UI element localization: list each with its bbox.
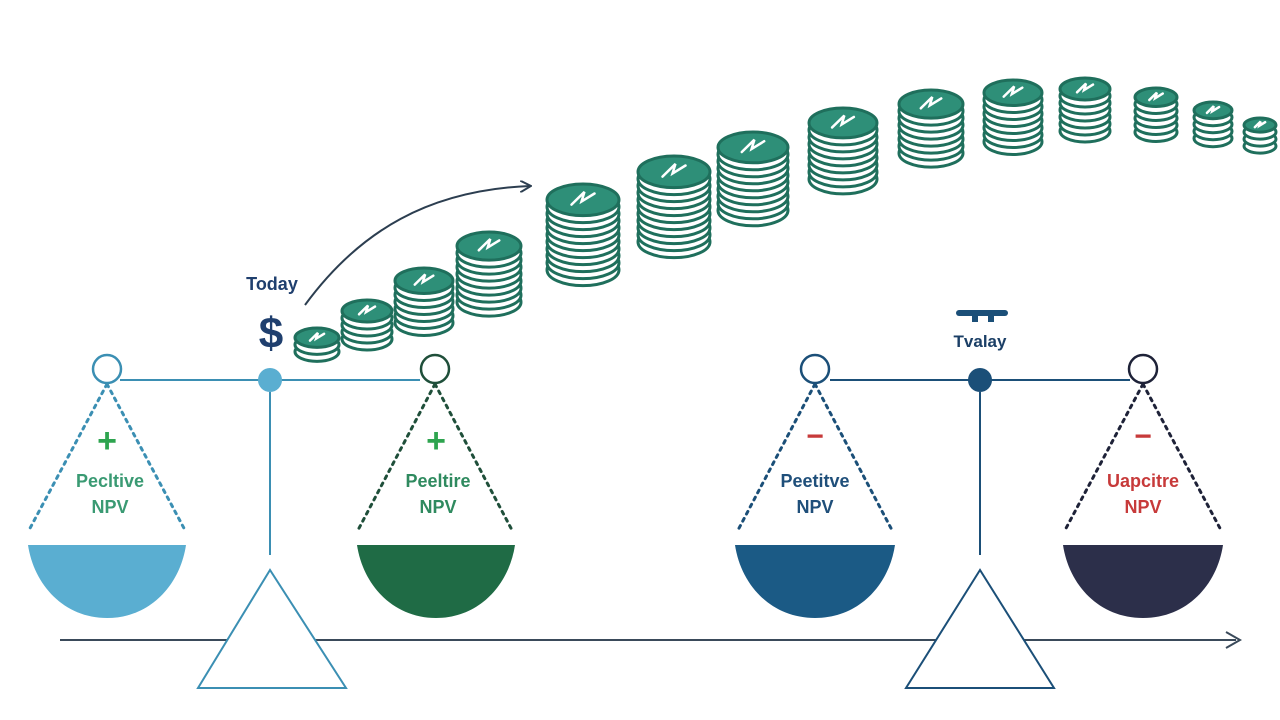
pan-1-npv: NPV (91, 497, 128, 517)
coin-stack-icon (716, 130, 790, 228)
pan-4-bowl (1063, 545, 1223, 618)
pan-1-ring (91, 353, 123, 385)
minus-icon: − (806, 420, 824, 453)
pan-3-npv: NPV (796, 497, 833, 517)
right-top-marker (956, 310, 1008, 322)
coin-stack-icon (1133, 86, 1179, 143)
pan-2-npv: NPV (419, 497, 456, 517)
pan-1-label: Pecltive (76, 471, 144, 491)
coin-stack-icon (1192, 100, 1234, 149)
coin-stack-icon (340, 298, 394, 352)
right-scale (830, 368, 1130, 689)
pan-3-chains (735, 382, 895, 534)
right-pivot (968, 368, 992, 392)
pan-2: + Peeltire NPV (355, 353, 515, 618)
right-fulcrum (904, 568, 1056, 689)
pan-3: − Peetitve NPV (735, 353, 895, 618)
plus-icon: + (97, 422, 117, 460)
minus-icon: − (1134, 420, 1152, 453)
coin-stack-icon (455, 230, 523, 318)
coin-stack-icon (393, 266, 455, 338)
pan-2-chains (355, 382, 515, 534)
right-top-label: Tvalay (954, 332, 1007, 351)
coin-stack-icon (293, 326, 341, 363)
pan-3-ring (799, 353, 831, 385)
coin-stack-icon (1058, 76, 1112, 144)
coin-stack-icon (982, 78, 1044, 157)
left-scale (120, 368, 420, 689)
pan-1: + Pecltive NPV (26, 353, 188, 618)
pan-4-label: Uapcitre (1107, 471, 1179, 491)
coin-stack-icon (897, 88, 965, 169)
pan-3-label: Peetitve (780, 471, 849, 491)
axis-arrow-icon (1225, 631, 1243, 649)
pan-4-ring (1127, 353, 1159, 385)
coin-stack-icon (1242, 116, 1278, 155)
pan-2-bowl (357, 545, 515, 618)
pan-3-bowl (735, 545, 895, 618)
pan-4-npv: NPV (1124, 497, 1161, 517)
today-label: Today (246, 274, 298, 294)
pan-2-ring (419, 353, 451, 385)
pan-2-label: Peeltire (405, 471, 470, 491)
left-fulcrum (196, 568, 348, 689)
dollar-icon: $ (259, 309, 283, 358)
coin-stack-icon (636, 154, 712, 260)
pan-4-chains (1062, 382, 1224, 534)
coin-stack-icon (807, 106, 879, 196)
pan-4: − Uapcitre NPV (1062, 353, 1224, 618)
coin-stack-icon (545, 182, 621, 288)
growth-arrow-icon (304, 186, 530, 306)
plus-icon: + (426, 422, 446, 460)
left-pivot (258, 368, 282, 392)
coin-stacks (293, 76, 1278, 363)
pan-1-bowl (28, 545, 186, 618)
pan-1-chains (26, 382, 188, 534)
